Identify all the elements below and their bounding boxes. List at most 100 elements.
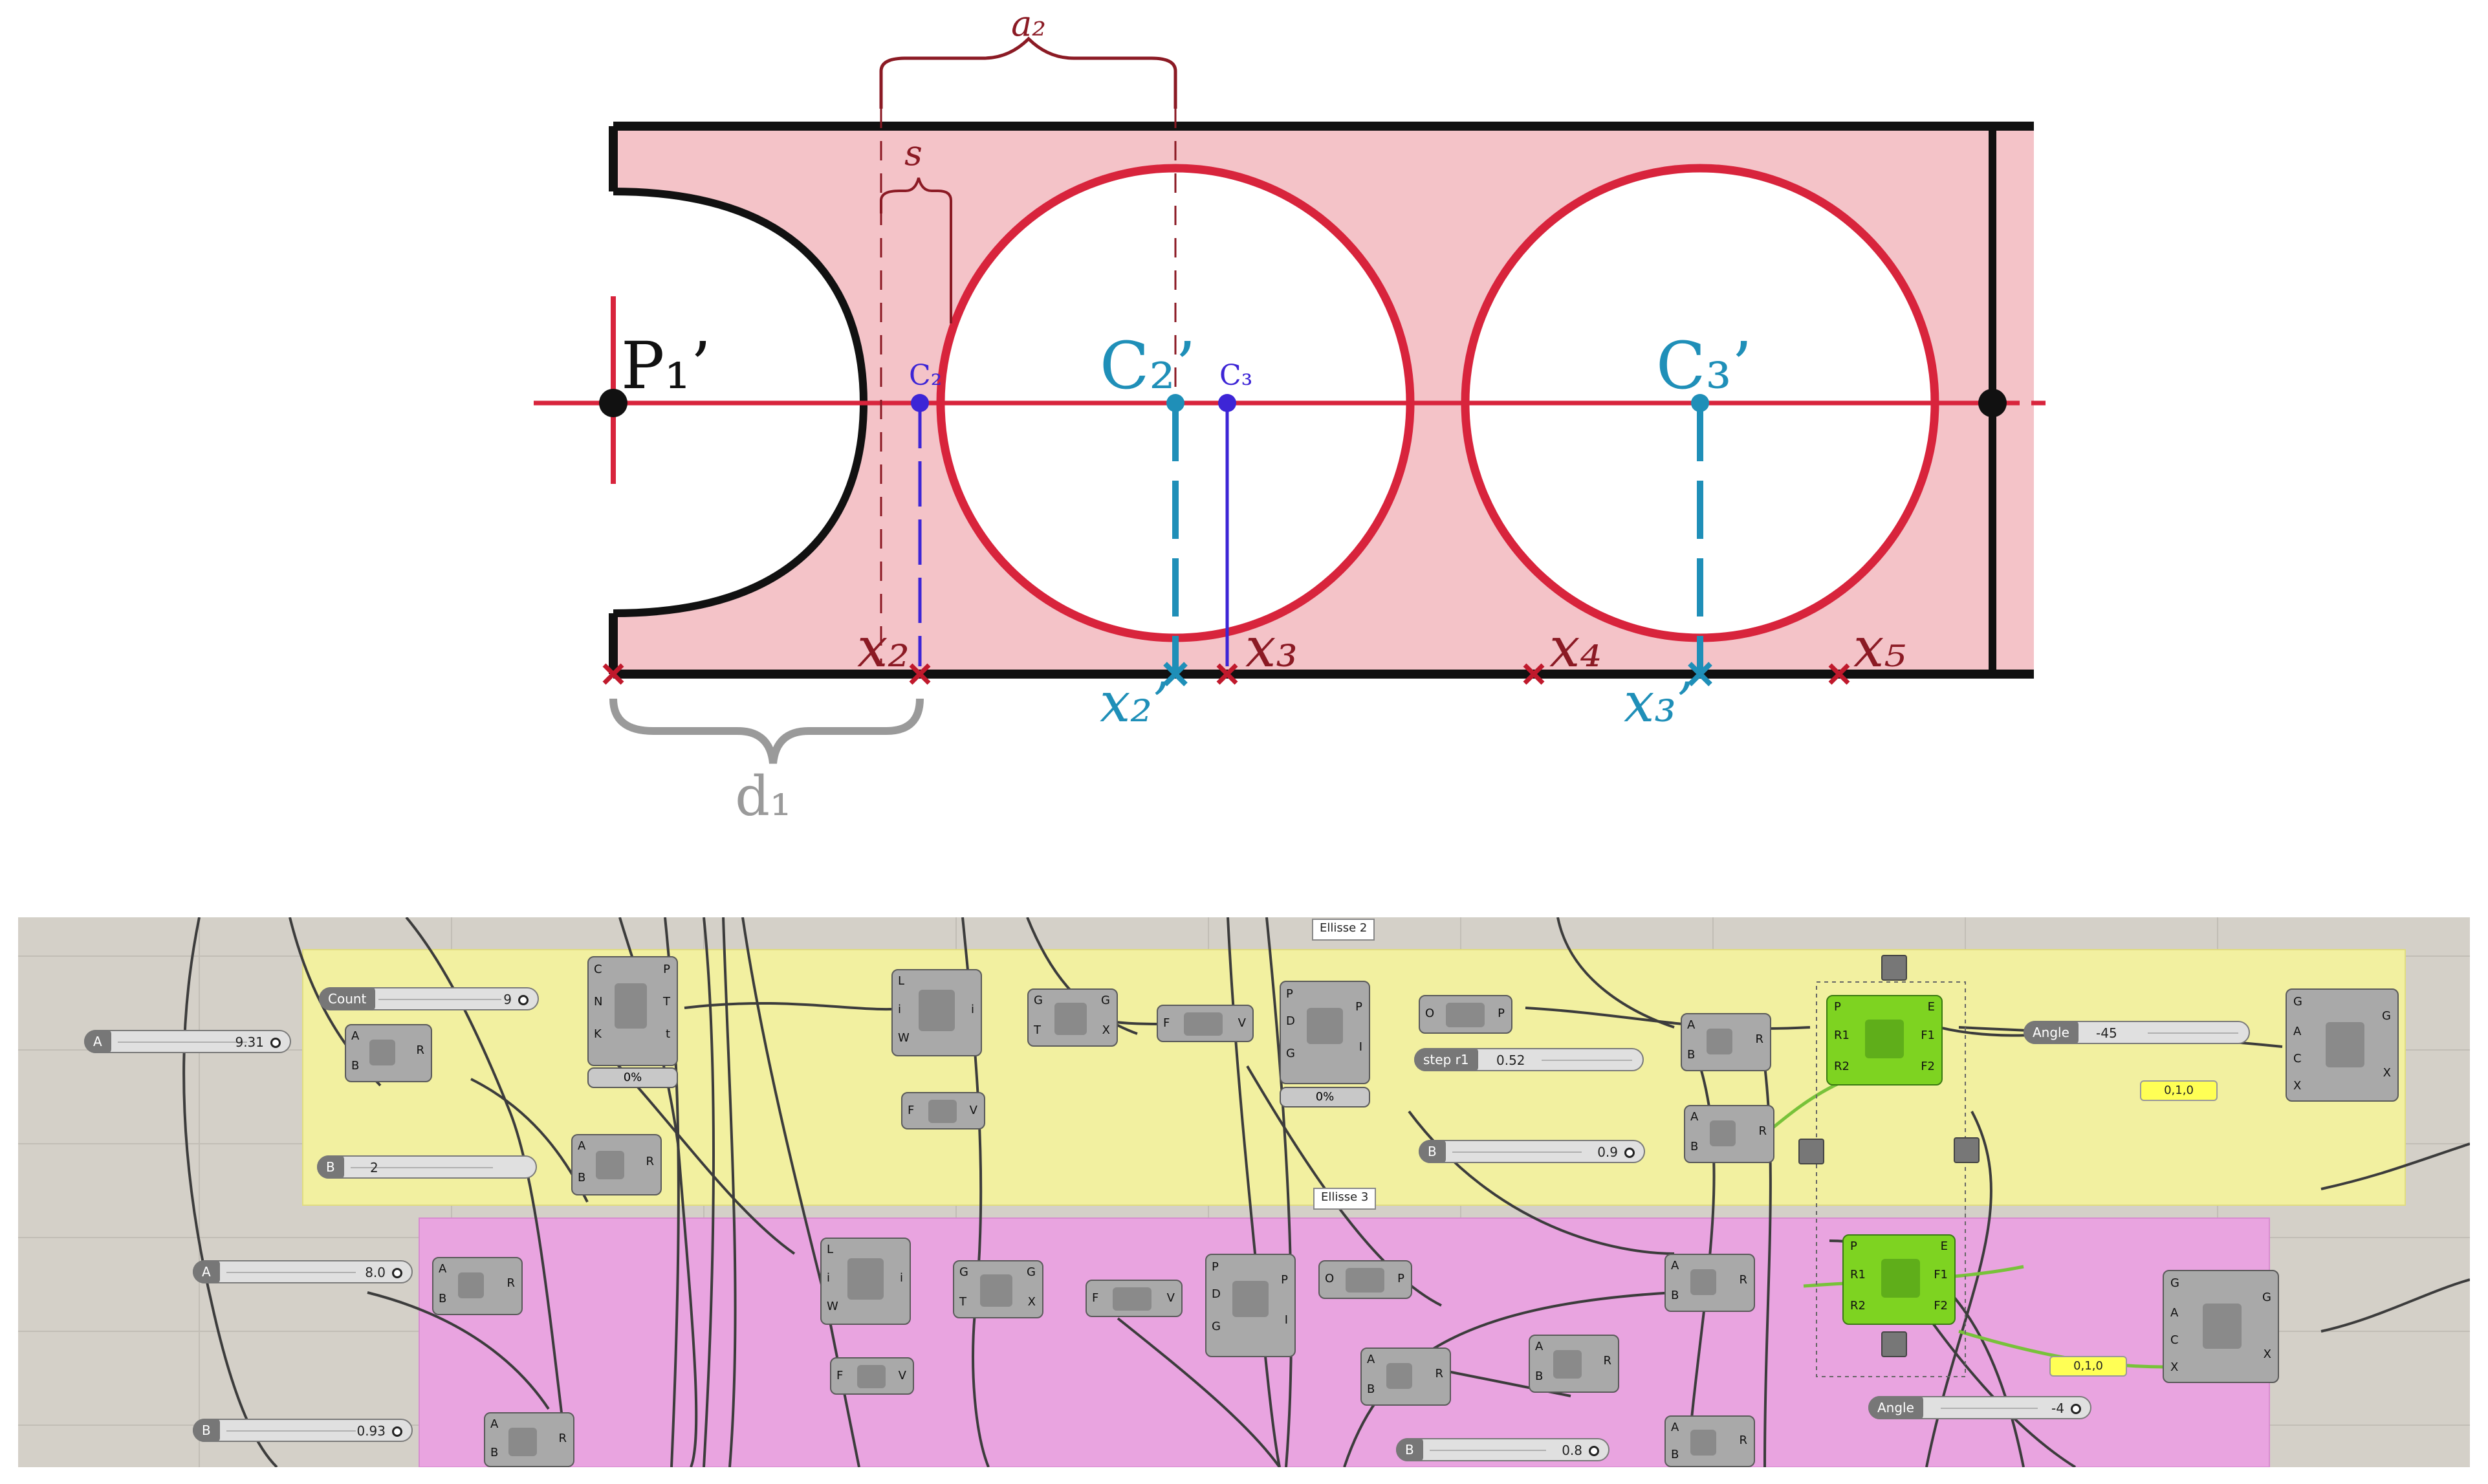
progress-bar-2: 0% <box>1280 1087 1370 1108</box>
vector-panel-1[interactable]: 0,1,0 <box>2140 1080 2218 1101</box>
plane-icon <box>1346 1268 1384 1293</box>
subtract-icon <box>1690 1269 1716 1295</box>
s-brace <box>880 177 952 323</box>
x3p-marker <box>1688 662 1712 686</box>
x1-marker <box>602 663 624 685</box>
label-x2-prime: x₂’ <box>1100 671 1170 734</box>
label-x2: x₂ <box>857 616 910 679</box>
divide-icon <box>508 1428 537 1456</box>
slider-label: Angle <box>2024 1021 2079 1044</box>
slider-value: 0.52 <box>1496 1053 1525 1068</box>
gumball-handle-bottom[interactable] <box>1881 1331 1907 1357</box>
ellipse-icon <box>1865 1020 1904 1058</box>
slider-step-r1[interactable]: step r1 0.52 <box>1414 1048 1644 1071</box>
divide-curve-icon <box>615 983 647 1029</box>
slider-label: step r1 <box>1414 1048 1478 1071</box>
vector-panel-2[interactable]: 0,1,0 <box>2049 1356 2127 1377</box>
slider-a-8-0[interactable]: A 8.0 <box>193 1260 413 1283</box>
grasshopper-canvas[interactable]: Ellisse 2 Ellisse 3 A 9.31 Count 9 B 2 A… <box>18 917 2470 1467</box>
a2-brace <box>879 36 1177 109</box>
slider-knob[interactable] <box>392 1268 402 1278</box>
label-x4: x₄ <box>1549 616 1602 679</box>
slider-value: 0.8 <box>1562 1443 1582 1458</box>
slider-b-0-93[interactable]: B 0.93 <box>193 1419 413 1442</box>
slider-angle-2[interactable]: Angle -4 <box>1868 1396 2091 1419</box>
slider-a-9-31[interactable]: A 9.31 <box>84 1030 291 1053</box>
divide-icon <box>1553 1350 1582 1379</box>
point-icon <box>1054 1003 1087 1035</box>
right-end-point <box>1978 389 2007 417</box>
slider-knob[interactable] <box>1624 1148 1635 1158</box>
slider-value: 9.31 <box>235 1034 264 1050</box>
slider-b-0-9[interactable]: B 0.9 <box>1419 1140 1645 1163</box>
slider-knob[interactable] <box>1589 1446 1599 1456</box>
slider-knob[interactable] <box>392 1426 402 1437</box>
group-label-ellisse-2[interactable]: Ellisse 2 <box>1312 919 1375 941</box>
subtract-icon <box>458 1272 484 1298</box>
slider-angle-1[interactable]: Angle -45 <box>2024 1021 2250 1044</box>
multiply-icon <box>1710 1120 1736 1146</box>
gumball-handle-left[interactable] <box>1798 1139 1824 1164</box>
label-x3-prime: x₃’ <box>1624 671 1694 734</box>
slider-value: 0.93 <box>356 1423 386 1439</box>
slider-knob[interactable] <box>2071 1404 2081 1414</box>
vector-icon <box>857 1365 886 1388</box>
p1-point <box>599 389 627 417</box>
rotate-icon <box>2203 1304 2242 1349</box>
divide-icon <box>596 1151 624 1179</box>
x2p-marker <box>1163 662 1188 686</box>
slider-label: B <box>317 1155 344 1179</box>
x3-marker <box>1216 663 1238 685</box>
slider-value: 8.0 <box>365 1265 386 1280</box>
circle-icon <box>1307 1008 1343 1044</box>
plane-icon <box>847 1258 884 1300</box>
slider-knob[interactable] <box>270 1038 281 1048</box>
slider-knob[interactable] <box>518 995 529 1005</box>
label-c2-prime: C₂’ <box>1100 328 1195 404</box>
multiply-icon <box>1690 1430 1716 1456</box>
slider-count[interactable]: Count 9 <box>319 987 539 1010</box>
gumball-handle-top[interactable] <box>1881 955 1907 981</box>
label-c3: C₃ <box>1219 359 1252 392</box>
gumball-handle-right[interactable] <box>1954 1137 1980 1163</box>
progress-bar-1: 0% <box>587 1067 678 1088</box>
plane-icon <box>919 990 955 1031</box>
unit-z-icon <box>1184 1012 1223 1036</box>
group-ellisse-3 <box>419 1217 2270 1467</box>
slider-value: 2 <box>370 1160 378 1175</box>
x4-marker <box>1523 663 1545 685</box>
group-label-ellisse-3[interactable]: Ellisse 3 <box>1313 1188 1377 1210</box>
slider-b-0-8[interactable]: B 0.8 <box>1396 1438 1610 1461</box>
slider-value: -4 <box>2051 1401 2064 1416</box>
slider-label: B <box>193 1419 220 1442</box>
slider-b-2[interactable]: B 2 <box>317 1155 537 1179</box>
ellipse-icon <box>1881 1259 1920 1298</box>
